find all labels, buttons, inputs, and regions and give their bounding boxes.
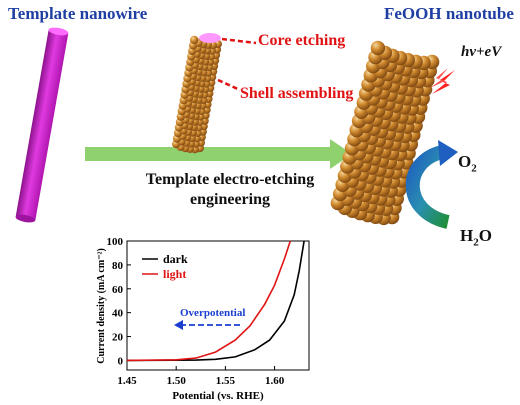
photon-energy-label: hv+eV xyxy=(461,44,502,60)
o2-subscript: 2 xyxy=(471,162,477,175)
redox-cycle-arrow xyxy=(405,140,458,229)
overpotential-arrowhead xyxy=(174,320,183,330)
large-tube-sphere xyxy=(370,40,386,56)
process-caption: Template electro-etching engineering xyxy=(100,170,360,210)
legend-label-dark: dark xyxy=(163,252,188,266)
h2o-h: H xyxy=(460,226,474,245)
small-tube-sphere xyxy=(190,35,199,45)
series-line-dark xyxy=(126,240,305,362)
o2-text: O xyxy=(458,152,472,171)
core-tip xyxy=(199,33,221,43)
x-tick-label: 1.50 xyxy=(167,375,187,387)
lightning-icon xyxy=(430,68,455,94)
template-nanowire-label: Template nanowire xyxy=(8,4,148,23)
chart-series-group xyxy=(126,240,305,362)
feooh-nanotube-label: FeOOH nanotube xyxy=(384,4,514,23)
feooh-nanotube-large xyxy=(330,40,440,226)
process-caption-line2: engineering xyxy=(190,191,270,208)
chart-y-axis-label: Current density (mA cm⁻²) xyxy=(96,248,107,364)
core-etching-pointer xyxy=(221,37,257,45)
chart-legend: dark light xyxy=(142,252,188,281)
x-tick-label: 1.45 xyxy=(117,375,137,387)
chart-plot-area xyxy=(126,240,310,371)
o2-label: O2 xyxy=(458,152,477,174)
chart-ticks: 1.45 1.50 1.55 1.60 0 20 40 60 80 100 xyxy=(107,236,285,387)
h2o-o: O xyxy=(478,226,492,245)
x-tick-label: 1.55 xyxy=(216,375,236,387)
y-tick-label: 100 xyxy=(107,236,124,248)
overpotential-label: Overpotential xyxy=(180,307,245,319)
core-etching-label: Core etching xyxy=(258,32,346,49)
core-shell-nanotube-small xyxy=(172,35,222,154)
x-tick-label: 1.60 xyxy=(265,375,285,387)
series-line-light xyxy=(126,240,292,362)
y-tick-label: 0 xyxy=(118,355,124,367)
y-tick-label: 40 xyxy=(112,308,124,320)
h2o-subscript: 2 xyxy=(473,236,479,249)
template-nanowire xyxy=(15,27,69,223)
shell-assembling-pointer xyxy=(217,78,241,92)
h2o-label: H2O xyxy=(460,226,492,248)
y-tick-label: 60 xyxy=(112,284,124,296)
y-tick-label: 80 xyxy=(112,260,124,272)
process-arrow xyxy=(85,139,352,169)
y-tick-label: 20 xyxy=(112,332,124,344)
process-caption-line1: Template electro-etching xyxy=(145,171,315,188)
legend-label-light: light xyxy=(163,267,186,281)
shell-assembling-label: Shell assembling xyxy=(240,85,354,102)
chart-x-axis-label: Potential (vs. RHE) xyxy=(172,390,264,402)
